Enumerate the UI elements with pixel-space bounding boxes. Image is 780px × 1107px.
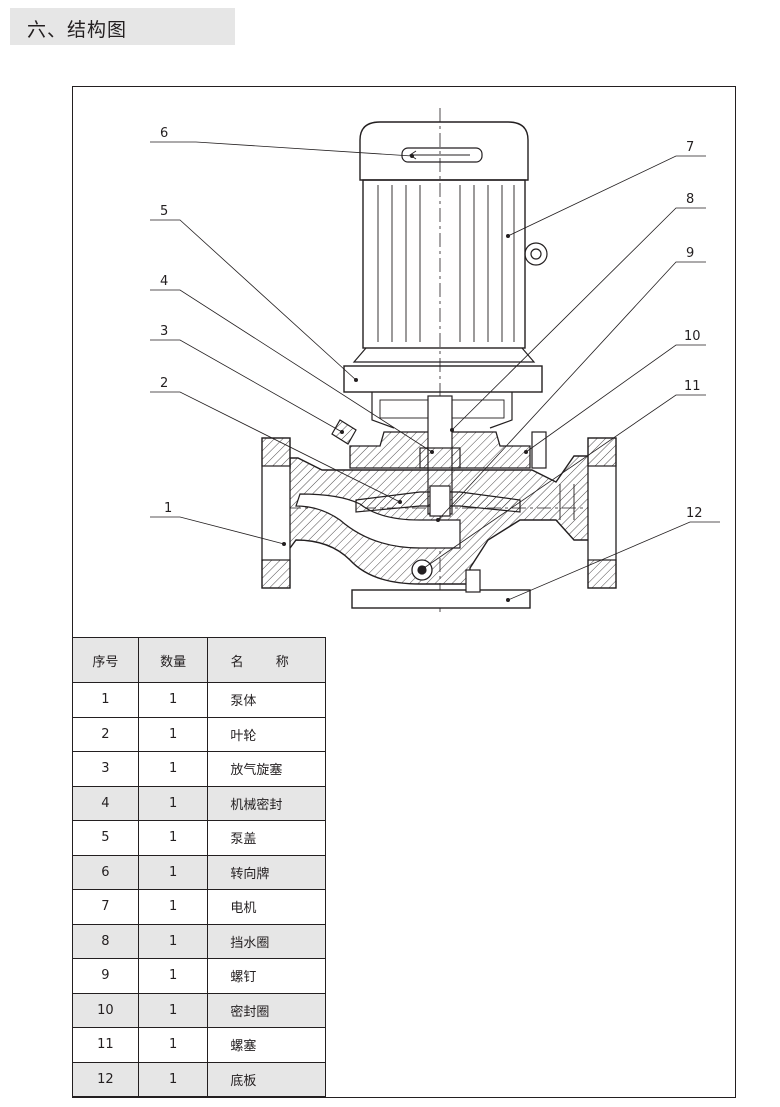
cell-name: 转向牌 bbox=[207, 854, 326, 890]
cell-name: 叶轮 bbox=[207, 716, 326, 752]
motor-skirt bbox=[352, 347, 536, 363]
cell-name: 电机 bbox=[207, 889, 326, 925]
base-plate bbox=[351, 589, 531, 609]
motor-body bbox=[362, 179, 526, 349]
callout-7: 7 bbox=[686, 140, 694, 155]
cell-qty: 1 bbox=[137, 785, 209, 821]
cell-name: 放气旋塞 bbox=[207, 751, 326, 787]
cell-qty: 1 bbox=[137, 992, 209, 1028]
cell-name: 泵体 bbox=[207, 682, 326, 718]
callout-5: 5 bbox=[160, 204, 168, 219]
callout-9: 9 bbox=[686, 246, 694, 261]
callout-6: 6 bbox=[160, 126, 168, 141]
motor-cap bbox=[359, 121, 529, 181]
cell-no: 4 bbox=[72, 785, 139, 821]
cell-name: 螺塞 bbox=[207, 1027, 326, 1063]
cell-qty: 1 bbox=[137, 820, 209, 856]
callout-2: 2 bbox=[160, 376, 168, 391]
cell-no: 3 bbox=[72, 751, 139, 787]
cell-no: 2 bbox=[72, 716, 139, 752]
header-qty: 数量 bbox=[137, 637, 209, 683]
terminal-box bbox=[524, 242, 548, 266]
cell-name: 密封圈 bbox=[207, 992, 326, 1028]
cell-name: 挡水圈 bbox=[207, 923, 326, 959]
cell-no: 9 bbox=[72, 958, 139, 994]
cell-name: 螺钉 bbox=[207, 958, 326, 994]
cell-no: 7 bbox=[72, 889, 139, 925]
header-name: 名 称 bbox=[207, 637, 326, 683]
cell-name: 机械密封 bbox=[207, 785, 326, 821]
cell-qty: 1 bbox=[137, 889, 209, 925]
section-title: 六、结构图 bbox=[27, 19, 128, 41]
cell-no: 1 bbox=[72, 682, 139, 718]
cell-no: 6 bbox=[72, 854, 139, 890]
cell-no: 11 bbox=[72, 1027, 139, 1063]
bracket bbox=[371, 392, 513, 429]
header-no: 序号 bbox=[72, 637, 139, 683]
seal-ring-bolt bbox=[531, 431, 547, 469]
cell-qty: 1 bbox=[137, 1027, 209, 1063]
section-header: 六、结构图 bbox=[10, 8, 235, 45]
mechanical-seal bbox=[419, 447, 461, 469]
impeller-nut bbox=[429, 485, 451, 517]
motor-flange bbox=[343, 365, 543, 393]
callout-8: 8 bbox=[686, 192, 694, 207]
cell-qty: 1 bbox=[137, 751, 209, 787]
cell-no: 5 bbox=[72, 820, 139, 856]
callout-3: 3 bbox=[160, 324, 168, 339]
cell-qty: 1 bbox=[137, 682, 209, 718]
cell-qty: 1 bbox=[137, 958, 209, 994]
callout-4: 4 bbox=[160, 274, 168, 289]
table-header-row: 序号 数量 名 称 bbox=[72, 637, 326, 683]
motor-ribs bbox=[377, 185, 515, 342]
cell-no: 8 bbox=[72, 923, 139, 959]
pump-structure-drawing: 6 5 4 3 2 1 7 8 9 10 11 12 bbox=[150, 108, 720, 612]
cell-qty: 1 bbox=[137, 923, 209, 959]
callout-10: 10 bbox=[684, 329, 701, 344]
cell-qty: 1 bbox=[137, 854, 209, 890]
cell-name: 泵盖 bbox=[207, 820, 326, 856]
cell-qty: 1 bbox=[137, 716, 209, 752]
callout-12: 12 bbox=[686, 506, 703, 521]
drawing-frame bbox=[72, 86, 736, 1098]
cell-no: 10 bbox=[72, 992, 139, 1028]
cell-no: 12 bbox=[72, 1061, 139, 1097]
cell-qty: 1 bbox=[137, 1061, 209, 1097]
callout-1: 1 bbox=[164, 501, 172, 516]
callout-11: 11 bbox=[684, 379, 701, 394]
cell-name: 底板 bbox=[207, 1061, 326, 1097]
